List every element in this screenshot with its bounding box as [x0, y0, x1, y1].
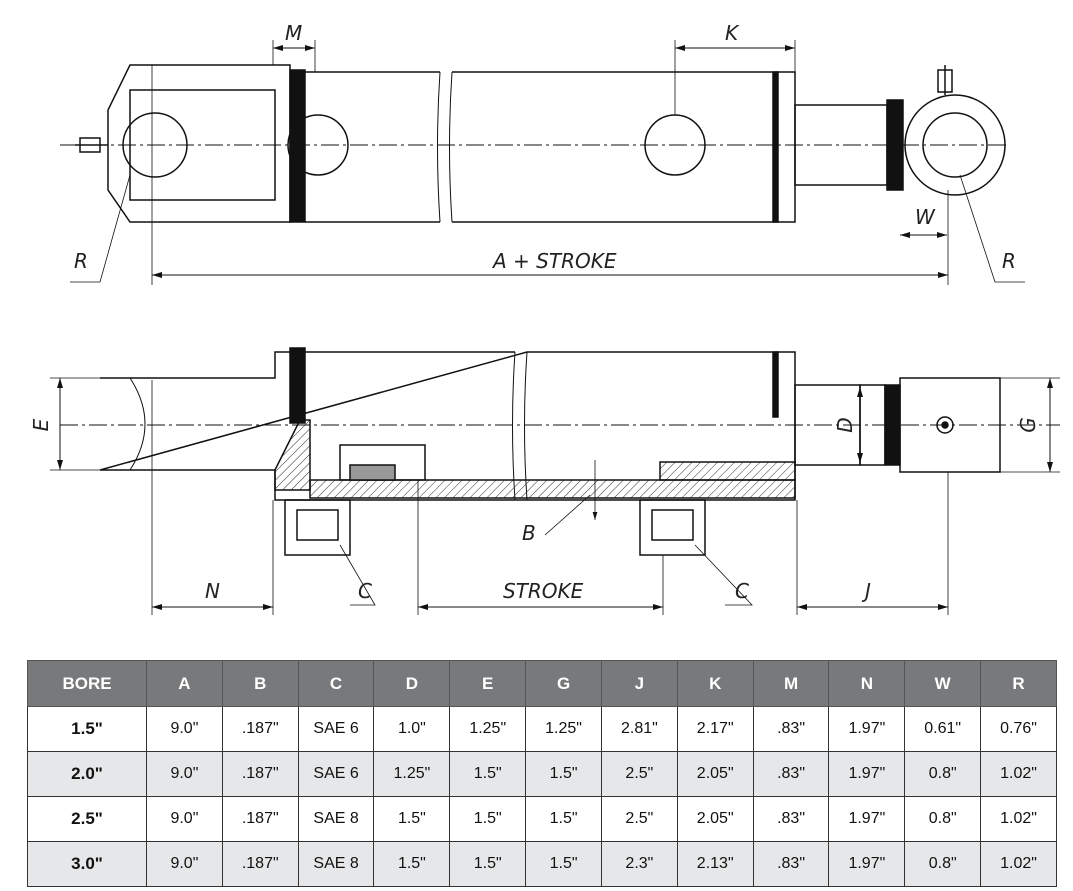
label-d: D — [833, 417, 857, 432]
label-c-right: C — [735, 579, 749, 603]
table-cell: SAE 6 — [297, 751, 375, 797]
column-header: E — [449, 660, 527, 707]
table-cell: 0.8" — [904, 751, 982, 797]
table-cell: 1.5" — [449, 796, 527, 842]
table-cell: 1.97" — [828, 706, 906, 752]
label-c-left: C — [358, 579, 372, 603]
table-cell: 1.97" — [828, 751, 906, 797]
top-view: M K A + STROKE R R W — [60, 21, 1025, 285]
table-cell: .187" — [221, 841, 299, 887]
table-cell: 0.76" — [980, 706, 1057, 752]
table-cell: 2.05" — [676, 751, 754, 797]
label-j: J — [861, 579, 871, 603]
column-header: J — [600, 660, 678, 707]
bore-cell: 3.0" — [27, 841, 147, 887]
bore-cell: 2.5" — [27, 796, 147, 842]
table-cell: 1.25" — [373, 751, 451, 797]
label-g: G — [1016, 417, 1040, 433]
label-r-right: R — [1002, 249, 1016, 273]
table-cell: 1.97" — [828, 841, 906, 887]
table-cell: 0.8" — [904, 841, 982, 887]
column-header: C — [297, 660, 375, 707]
table-cell: 1.5" — [373, 796, 451, 842]
column-header: G — [525, 660, 602, 707]
table-cell: .83" — [752, 706, 830, 752]
label-k: K — [725, 21, 740, 45]
table-cell: 1.02" — [980, 796, 1057, 842]
section-view: E D G B N C STROKE C J — [29, 347, 1060, 615]
table-cell: 1.0" — [373, 706, 451, 752]
table-cell: .83" — [752, 841, 830, 887]
cylinder-drawing: M K A + STROKE R R W E D G B N C STROKE … — [29, 21, 1060, 615]
table-cell: 9.0" — [146, 706, 223, 752]
table-cell: 2.5" — [600, 751, 678, 797]
label-a-stroke: A + STROKE — [491, 249, 617, 273]
table-cell: 1.5" — [525, 841, 602, 887]
column-header: N — [828, 660, 906, 707]
label-b: B — [522, 521, 536, 545]
column-header: B — [221, 660, 299, 707]
column-header: R — [980, 660, 1057, 707]
label-stroke: STROKE — [503, 579, 584, 603]
table-cell: 1.5" — [449, 751, 527, 797]
table-cell: 0.61" — [904, 706, 982, 752]
table-cell: 2.17" — [676, 706, 754, 752]
table-cell: 9.0" — [146, 796, 223, 842]
table-cell: 1.5" — [449, 841, 527, 887]
table-cell: 2.3" — [600, 841, 678, 887]
table-cell: 1.5" — [373, 841, 451, 887]
label-n: N — [205, 579, 220, 603]
label-w: W — [915, 205, 936, 229]
table-cell: 2.5" — [600, 796, 678, 842]
table-cell: 2.13" — [676, 841, 754, 887]
table-cell: 1.02" — [980, 841, 1057, 887]
column-header: BORE — [27, 660, 147, 707]
table-cell: SAE 8 — [297, 796, 375, 842]
bore-cell: 1.5" — [27, 706, 147, 752]
table-cell: 2.05" — [676, 796, 754, 842]
table-cell: 9.0" — [146, 751, 223, 797]
table-cell: 1.5" — [525, 751, 602, 797]
table-cell: .83" — [752, 796, 830, 842]
table-cell: .187" — [221, 796, 299, 842]
label-m: M — [285, 21, 302, 45]
column-header: M — [752, 660, 830, 707]
table-cell: .83" — [752, 751, 830, 797]
table-cell: 1.97" — [828, 796, 906, 842]
column-header: W — [904, 660, 982, 707]
column-header: A — [146, 660, 223, 707]
column-header: K — [676, 660, 754, 707]
label-r-left: R — [74, 249, 88, 273]
table-cell: SAE 6 — [297, 706, 375, 752]
table-cell: 0.8" — [904, 796, 982, 842]
table-cell: 1.02" — [980, 751, 1057, 797]
table-cell: 1.5" — [525, 796, 602, 842]
table-cell: 9.0" — [146, 841, 223, 887]
table-cell: .187" — [221, 751, 299, 797]
column-header: D — [373, 660, 451, 707]
bore-cell: 2.0" — [27, 751, 147, 797]
table-cell: .187" — [221, 706, 299, 752]
table-cell: SAE 8 — [297, 841, 375, 887]
table-cell: 1.25" — [449, 706, 527, 752]
table-cell: 2.81" — [600, 706, 678, 752]
table-cell: 1.25" — [525, 706, 602, 752]
label-e: E — [29, 418, 53, 431]
